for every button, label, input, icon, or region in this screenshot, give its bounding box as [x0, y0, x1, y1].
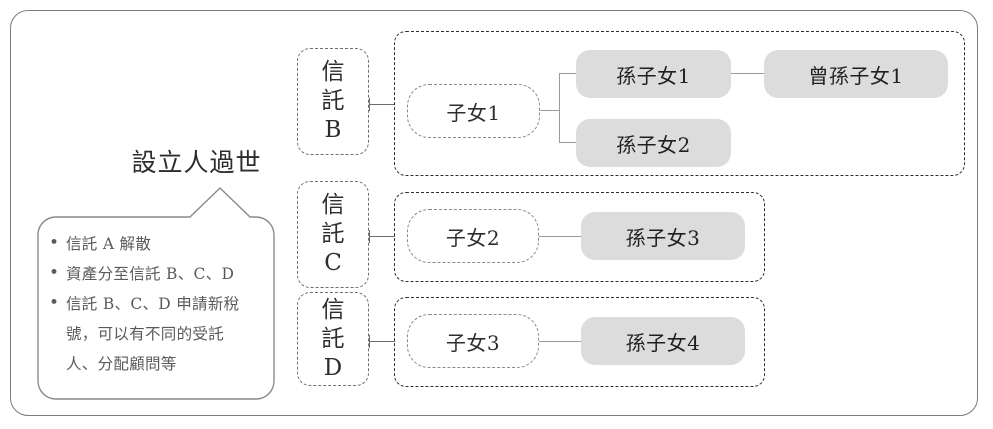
- connector-trust-c-stub: [369, 230, 371, 243]
- trust-c-char-1: 信: [321, 192, 345, 218]
- group-container-trust-d: [394, 297, 765, 387]
- connector-child1-to-grand1: [559, 73, 576, 75]
- callout-bullet-list: 信託 A 解散 資產分至信託 B、C、D 信託 B、C、D 申請新稅 號，可以有…: [48, 228, 266, 379]
- callout-bullet-3-cont2: 人、分配顧問等: [66, 355, 177, 373]
- connector-child3-to-grand4: [539, 341, 581, 343]
- connector-trust-b-stub: [369, 98, 371, 111]
- trust-box-b-label: 信 託 B: [322, 58, 345, 145]
- trust-box-d[interactable]: 信 託 D: [297, 292, 369, 386]
- callout-bullet-2-text: 資產分至信託 B、C、D: [66, 265, 235, 283]
- grandchild-box-4[interactable]: 孫子女4: [581, 317, 745, 365]
- trust-b-char-3: B: [324, 117, 342, 143]
- callout-bullet-2: 資產分至信託 B、C、D: [48, 258, 266, 289]
- callout-bubble: 信託 A 解散 資產分至信託 B、C、D 信託 B、C、D 申請新稅 號，可以有…: [22, 183, 290, 403]
- trust-box-c[interactable]: 信 託 C: [297, 181, 369, 288]
- callout-bullet-3-text: 信託 B、C、D 申請新稅: [66, 295, 240, 313]
- trust-d-char-2: 託: [321, 325, 345, 352]
- callout-bullet-3: 信託 B、C、D 申請新稅 號，可以有不同的受託 人、分配顧問等: [48, 288, 266, 379]
- page-title: 設立人過世: [131, 148, 262, 177]
- trust-b-char-1: 信: [321, 59, 345, 85]
- callout-bullet-1-text: 信託 A 解散: [66, 235, 152, 253]
- grandchild-box-2[interactable]: 孫子女2: [576, 119, 731, 167]
- trust-c-char-3: C: [324, 250, 342, 276]
- callout-bullet-3-cont1: 號，可以有不同的受託: [66, 325, 225, 343]
- connector-grand1-to-greatgrand1: [731, 73, 764, 75]
- group-container-trust-b: [394, 31, 965, 176]
- trust-box-d-label: 信 託 D: [322, 296, 345, 383]
- trust-box-b[interactable]: 信 託 B: [297, 48, 369, 155]
- connector-child1-trunk: [540, 110, 560, 112]
- grandchild-box-1[interactable]: 孫子女1: [576, 50, 731, 98]
- connector-trust-d-stub: [369, 335, 371, 348]
- connector-child1-vertical: [559, 73, 561, 143]
- child-box-zinv3[interactable]: 子女3: [407, 314, 539, 368]
- connector-trust-c-to-group: [369, 236, 395, 238]
- callout-bullet-1: 信託 A 解散: [48, 228, 266, 259]
- connector-trust-b-to-group: [369, 104, 395, 106]
- trust-d-char-1: 信: [321, 296, 345, 323]
- connector-child2-to-grand3: [539, 236, 581, 238]
- greatgrandchild-box-1[interactable]: 曾孫子女1: [764, 50, 948, 98]
- group-container-trust-c: [394, 192, 765, 282]
- grandchild-box-3[interactable]: 孫子女3: [581, 212, 745, 260]
- trust-c-char-2: 託: [321, 221, 345, 247]
- child-box-zinv1[interactable]: 子女1: [407, 84, 540, 138]
- child-box-zinv2[interactable]: 子女2: [407, 209, 539, 263]
- trust-d-char-3: D: [323, 354, 343, 381]
- connector-trust-d-to-group: [369, 341, 395, 343]
- trust-b-char-2: 託: [321, 88, 345, 114]
- connector-child1-to-grand2: [559, 142, 576, 144]
- trust-box-c-label: 信 託 C: [322, 191, 345, 278]
